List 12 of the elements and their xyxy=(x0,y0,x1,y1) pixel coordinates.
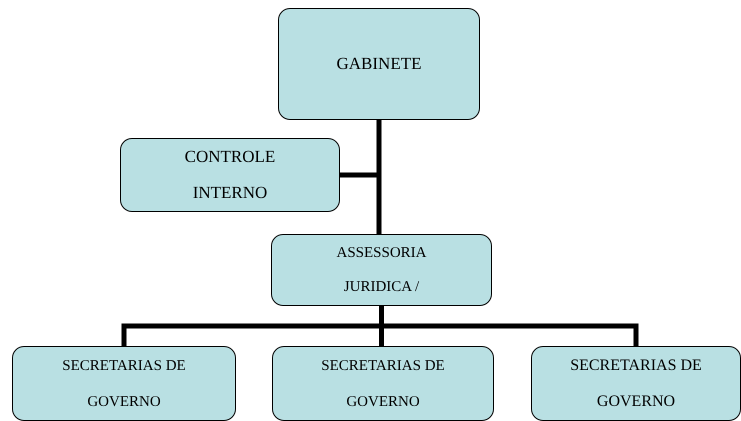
unit-name: GABINETE xyxy=(336,53,422,75)
unit-name: SECRETARIAS DE GOVERNO xyxy=(569,356,703,412)
org-unit-box xyxy=(12,346,236,421)
unit-name: ASSESSORIA JURIDICA / xyxy=(335,244,428,297)
org-unit-box xyxy=(120,138,340,212)
unit-name: SECRETARIAS DE GOVERNO xyxy=(61,356,187,412)
unit-name: CONTROLE INTERNO xyxy=(184,146,276,204)
org-unit-box xyxy=(271,234,492,306)
org-unit-box xyxy=(272,346,494,421)
org-unit-box xyxy=(531,346,741,421)
org-unit-box xyxy=(278,8,480,120)
unit-name: SECRETARIAS DE GOVERNO xyxy=(320,356,446,412)
